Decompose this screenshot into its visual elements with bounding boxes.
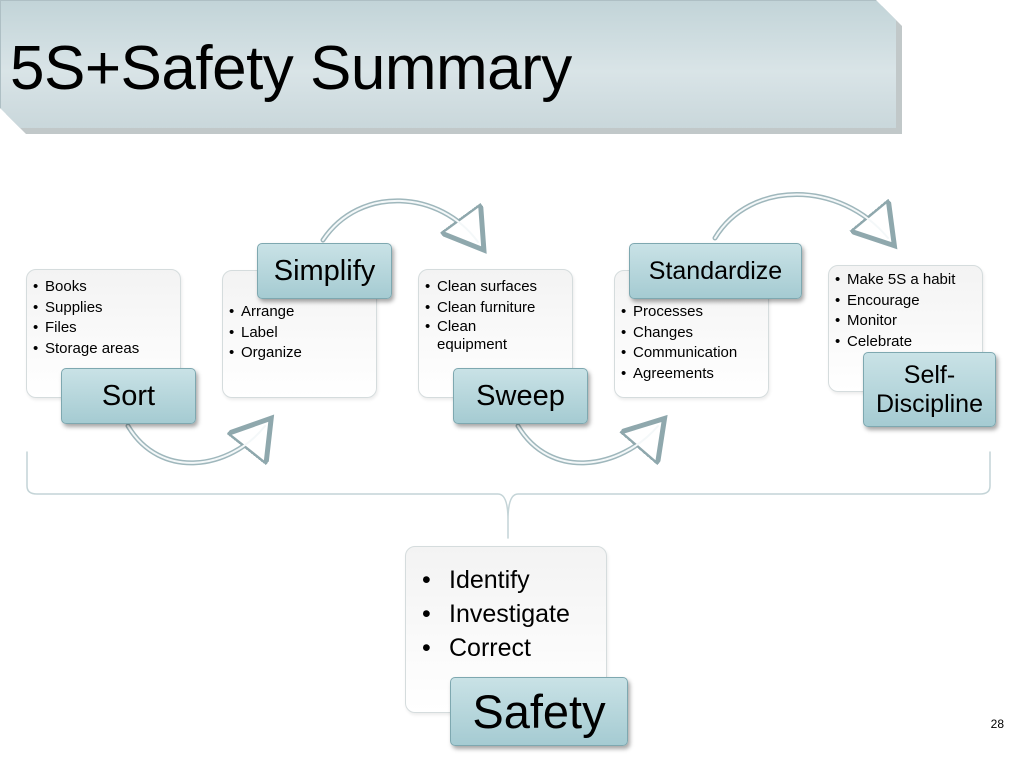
list-item: Encourage — [835, 291, 982, 312]
list-item: Celebrate — [835, 332, 982, 353]
list-item: Agreements — [621, 364, 768, 385]
list-item: Identify — [422, 563, 606, 597]
list-item: Investigate — [422, 597, 606, 631]
standardize-label: Standardize — [629, 243, 802, 299]
slide-title: 5S+Safety Summary — [10, 34, 572, 103]
list-item: Processes — [621, 302, 768, 323]
list-item: Supplies — [33, 298, 180, 319]
arrow-standardize-to-self-discipline-inner — [714, 193, 889, 239]
safety-list: Identify Investigate Correct — [422, 563, 606, 665]
list-item: Communication — [621, 343, 768, 364]
arrow-sort-to-simplify-inner — [127, 425, 266, 464]
self-discipline-list: Make 5S a habit Encourage Monitor Celebr… — [835, 270, 982, 352]
bracket-brace — [26, 451, 991, 539]
list-item: Clean furniture — [425, 298, 566, 319]
page-number: 28 — [990, 717, 1004, 731]
safety-label: Safety — [450, 677, 628, 746]
list-item: Monitor — [835, 311, 982, 332]
sort-label: Sort — [61, 368, 196, 424]
list-item: Changes — [621, 323, 768, 344]
list-item: Clean surfaces — [425, 277, 566, 298]
list-item: Arrange — [229, 302, 376, 323]
simplify-label: Simplify — [257, 243, 392, 299]
arrow-simplify-to-sweep-inner — [322, 199, 479, 243]
arrow-sweep-to-standardize-inner — [517, 425, 659, 464]
sort-list: Books Supplies Files Storage areas — [33, 277, 180, 359]
list-item: Storage areas — [33, 339, 180, 360]
title-banner — [0, 0, 896, 128]
list-item: Books — [33, 277, 180, 298]
standardize-list: Processes Changes Communication Agreemen… — [621, 302, 768, 384]
sweep-list: Clean surfaces Clean furniture Clean equ… — [425, 277, 566, 354]
simplify-list: Arrange Label Organize — [229, 302, 376, 364]
list-item: Organize — [229, 343, 376, 364]
list-item: Label — [229, 323, 376, 344]
list-item: Correct — [422, 631, 606, 665]
arrow-simplify-to-sweep — [320, 198, 478, 242]
list-item: Make 5S a habit — [835, 270, 982, 291]
list-item: Files — [33, 318, 180, 339]
sweep-label: Sweep — [453, 368, 588, 424]
arrow-standardize-to-self-discipline — [712, 192, 888, 239]
self-discipline-label: Self-Discipline — [863, 352, 996, 427]
list-item: Clean equipment — [425, 318, 517, 354]
